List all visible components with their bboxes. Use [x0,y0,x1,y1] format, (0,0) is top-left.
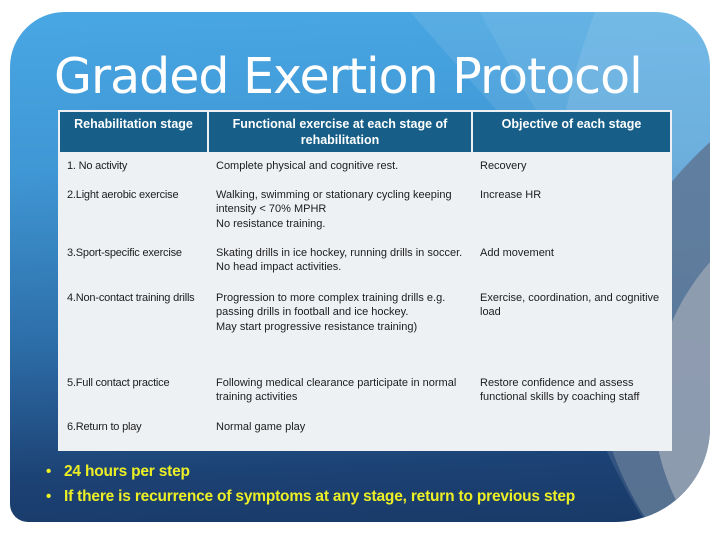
table-row-6-objective [473,415,670,449]
table-row-5-stage: 5.Full contact practice [67,377,170,389]
table-row-4-stage: 4.Non-contact training drills [67,292,195,304]
bullet-list: 24 hours per step If there is recurrence… [42,460,702,510]
table-row-5-objective: Restore confidence and assess functional… [480,377,640,404]
header-cell-objective: Objective of each stage [473,112,670,152]
table-row-4-exercise: Progression to more complex training dri… [216,292,446,333]
table-row-1-stage: 1. No activity [67,160,128,172]
table-row-6-stage: 6.Return to play [67,421,142,433]
table-row-2-objective: Increase HR [480,189,542,201]
table-row-3-exercise: Skating drills in ice hockey, running dr… [216,247,463,274]
header-cell-stage: Rehabilitation stage [60,112,207,152]
table-row-4-objective: Exercise, coordination, and cognitive lo… [480,292,660,319]
protocol-table: Rehabilitation stage Functional exercise… [58,110,672,451]
table-row-5-exercise: Following medical clearance participate … [216,377,457,404]
slide-title: Graded Exertion Protocol [54,48,643,105]
bullet-item-recurrence-warning: If there is recurrence of symptoms at an… [42,485,702,510]
table-row-2-exercise: Walking, swimming or stationary cycling … [216,189,452,230]
bullet-item-hours-per-step: 24 hours per step [42,460,702,485]
table-row-1-objective: Recovery [480,160,527,172]
table-row-2-stage: 2.Light aerobic exercise [67,189,179,201]
table-row-3-stage: 3.Sport-specific exercise [67,247,182,259]
table-row-3-objective: Add movement [480,247,554,259]
table-row-6-exercise: Normal game play [216,421,306,433]
table-row-1-exercise: Complete physical and cognitive rest. [216,160,399,172]
slide-background: Graded Exertion Protocol Rehabilitation … [10,12,710,522]
header-cell-exercise: Functional exercise at each stage of reh… [209,112,471,152]
